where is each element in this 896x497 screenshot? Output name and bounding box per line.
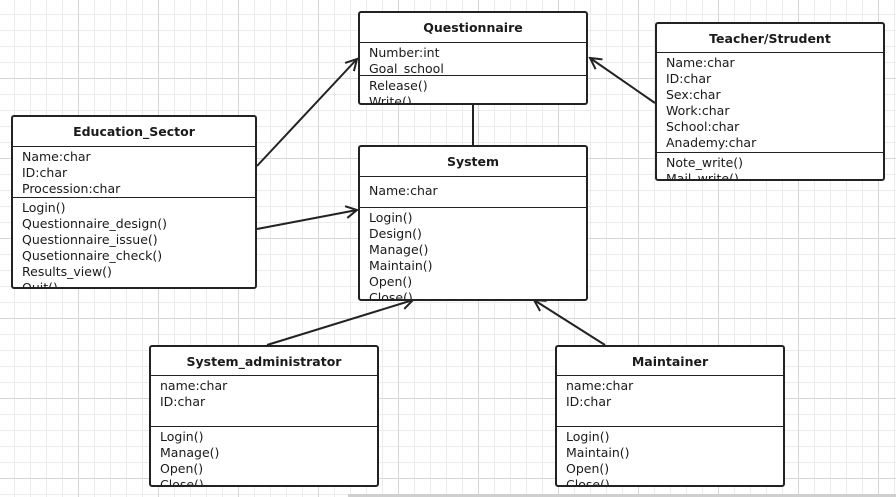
method: Manage() — [160, 445, 220, 460]
class-system-administrator-methods: Login() Manage() Open() Close() — [151, 426, 377, 487]
method: Note_write() — [666, 155, 744, 170]
attribute: Name:char — [666, 55, 735, 70]
class-maintainer-title: Maintainer — [557, 347, 783, 376]
attribute: ID:char — [160, 394, 206, 409]
attribute: name:char — [566, 378, 634, 393]
class-questionnaire[interactable]: Questionnaire Number:int Goal_school Rel… — [358, 11, 588, 105]
attribute: School:char — [666, 119, 740, 134]
method: Login() — [22, 200, 66, 215]
education-to-questionnaire-arrow — [256, 59, 357, 167]
class-maintainer-attributes: name:char ID:char — [557, 376, 783, 426]
method: Write() — [369, 94, 412, 105]
maintainer-to-system-arrow — [534, 300, 606, 346]
class-system-attributes: Name:char — [360, 177, 586, 207]
method: Mail_write() — [666, 171, 739, 181]
method: Design() — [369, 226, 422, 241]
class-system-administrator[interactable]: System_administrator name:char ID:char L… — [149, 345, 379, 487]
class-education-sector[interactable]: Education_Sector Name:char ID:char Proce… — [11, 115, 257, 289]
method: Quit() — [22, 280, 58, 289]
attribute: ID:char — [566, 394, 612, 409]
class-education-sector-attributes: Name:char ID:char Procession:char — [13, 147, 255, 197]
sysadmin-to-system-arrow — [266, 300, 413, 346]
attribute: ID:char — [666, 71, 712, 86]
class-questionnaire-attributes: Number:int Goal_school — [360, 43, 586, 76]
education-to-system-arrow — [256, 210, 357, 230]
class-teacher-student-methods: Note_write() Mail_write() — [657, 152, 883, 181]
teacher-to-questionnaire-arrow — [590, 58, 656, 104]
method: Maintain() — [369, 258, 433, 273]
method: Close() — [566, 477, 610, 487]
method: Open() — [566, 461, 610, 476]
class-education-sector-title: Education_Sector — [13, 117, 255, 147]
attribute: Name:char — [22, 149, 91, 164]
attribute: Name:char — [369, 183, 438, 198]
bottom-divider — [348, 494, 896, 497]
method: Questionnaire_issue() — [22, 232, 158, 247]
method: Close() — [369, 290, 413, 301]
method: Qusetionnaire_check() — [22, 248, 163, 263]
class-maintainer[interactable]: Maintainer name:char ID:char Login() Mai… — [555, 345, 785, 487]
method: Close() — [160, 477, 204, 487]
class-system-administrator-attributes: name:char ID:char — [151, 376, 377, 426]
method: Questionnaire_design() — [22, 216, 167, 231]
method: Open() — [160, 461, 204, 476]
method: Login() — [566, 429, 610, 444]
attribute: Work:char — [666, 103, 730, 118]
class-education-sector-methods: Login() Questionnaire_design() Questionn… — [13, 197, 255, 289]
class-teacher-student-attributes: Name:char ID:char Sex:char Work:char Sch… — [657, 53, 883, 152]
class-system-administrator-title: System_administrator — [151, 347, 377, 376]
attribute: Anademy:char — [666, 135, 757, 150]
attribute: Procession:char — [22, 181, 121, 196]
method: Login() — [369, 210, 413, 225]
attribute: ID:char — [22, 165, 68, 180]
method: Results_view() — [22, 264, 112, 279]
class-teacher-student[interactable]: Teacher/Strudent Name:char ID:char Sex:c… — [655, 22, 885, 181]
method: Open() — [369, 274, 413, 289]
class-questionnaire-title: Questionnaire — [360, 13, 586, 43]
attribute: name:char — [160, 378, 228, 393]
method: Maintain() — [566, 445, 630, 460]
class-system-methods: Login() Design() Manage() Maintain() Ope… — [360, 207, 586, 301]
attribute: Number:int — [369, 45, 440, 60]
method: Login() — [160, 429, 204, 444]
class-questionnaire-methods: Release() Write() — [360, 75, 586, 105]
class-maintainer-methods: Login() Maintain() Open() Close() — [557, 426, 783, 487]
attribute: Sex:char — [666, 87, 721, 102]
method: Release() — [369, 78, 428, 93]
attribute: Goal_school — [369, 61, 444, 76]
class-system[interactable]: System Name:char Login() Design() Manage… — [358, 145, 588, 301]
class-system-title: System — [360, 147, 586, 177]
method: Manage() — [369, 242, 429, 257]
class-teacher-student-title: Teacher/Strudent — [657, 24, 883, 53]
